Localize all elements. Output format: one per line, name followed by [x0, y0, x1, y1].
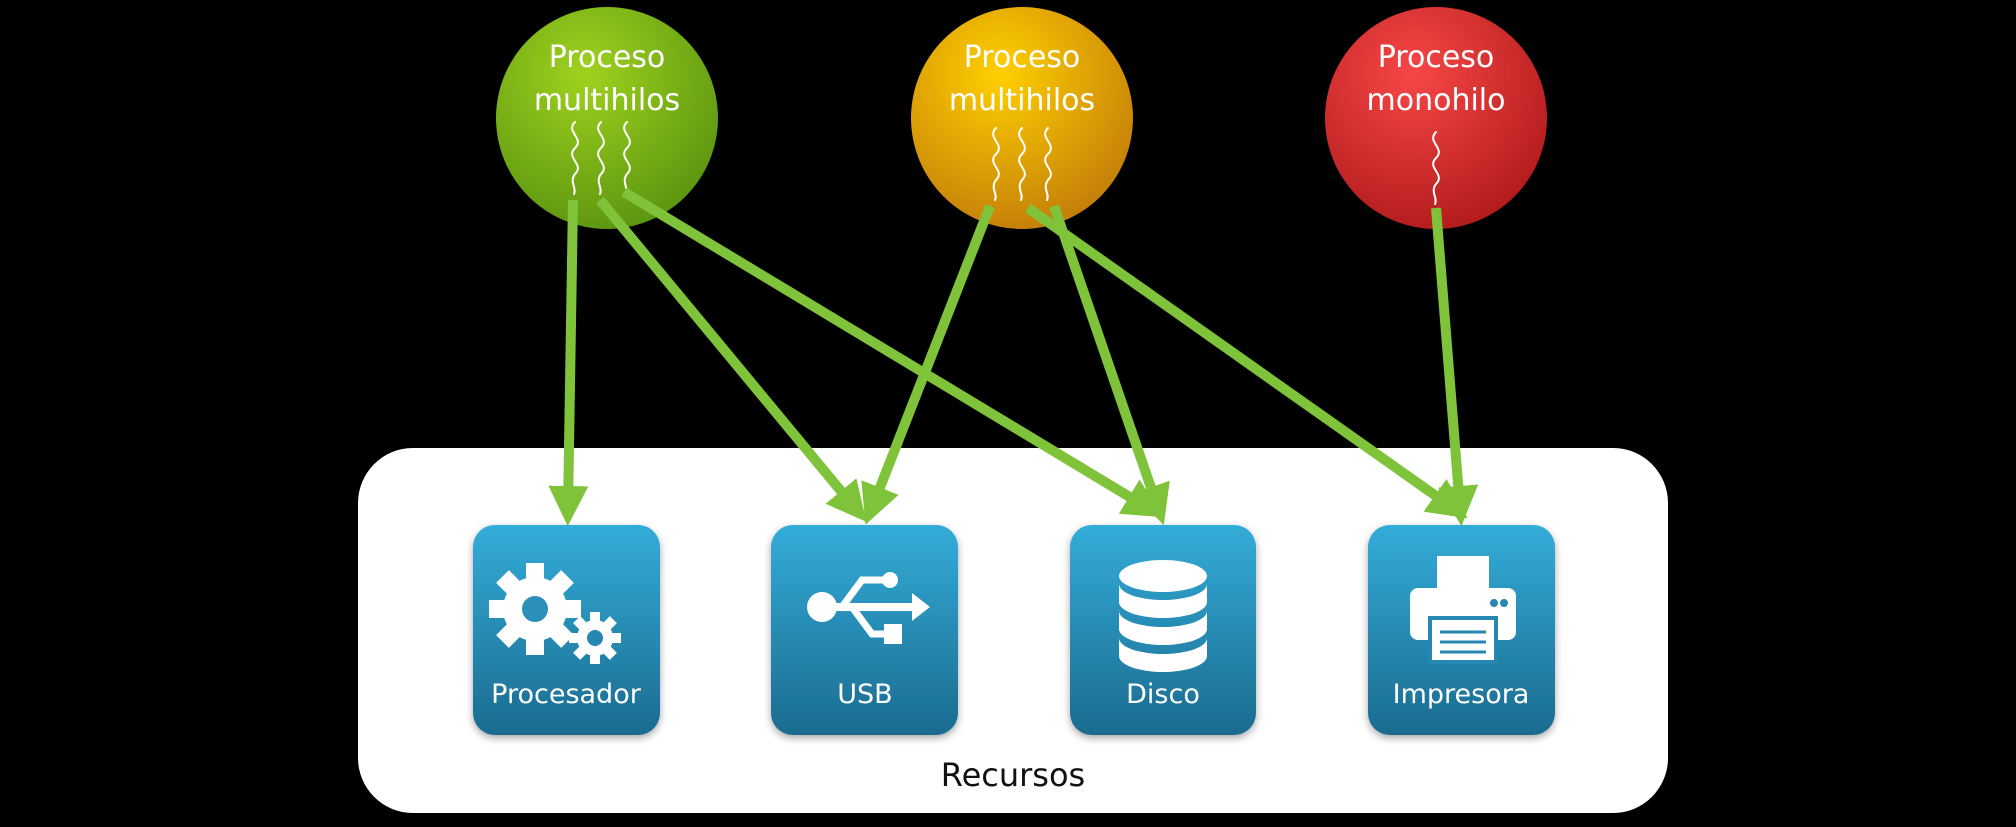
usb-icon [807, 572, 930, 644]
process-label-line1: Proceso [549, 40, 666, 75]
resource-label: Procesador [491, 679, 642, 710]
process-label-line2: multihilos [949, 83, 1095, 118]
arrow-p1-usb [596, 196, 867, 522]
database-icon [1119, 560, 1207, 672]
process-label-line1: Proceso [1378, 40, 1495, 75]
resource-impresora: Impresora [1368, 525, 1555, 735]
resource-procesador: Procesador [473, 525, 660, 735]
arrow-p2-usb [861, 204, 995, 525]
arrow-p3-impresora [1431, 207, 1479, 526]
process-multithreaded-1: Proceso multihilos [496, 7, 718, 229]
process-label-line2: monohilo [1367, 83, 1506, 118]
process-singlethreaded: Proceso monohilo [1325, 7, 1547, 229]
printer-icon [1410, 556, 1516, 664]
process-label-line1: Proceso [964, 40, 1081, 75]
resource-usb: USB [771, 525, 958, 735]
thread-icon [1432, 131, 1440, 205]
resources-panel: Recursos [358, 448, 1668, 813]
resource-label: Impresora [1393, 679, 1530, 710]
resource-label: Disco [1126, 679, 1200, 710]
arrow-p2-disco [1049, 204, 1170, 526]
gears-icon [489, 563, 621, 664]
arrow-p1-procesador [548, 199, 589, 526]
arrow-p2-impresora [1025, 203, 1468, 519]
resources-panel-label: Recursos [941, 756, 1085, 794]
arrows [548, 187, 1479, 526]
process-multithreaded-2: Proceso multihilos [911, 7, 1133, 229]
resource-label: USB [837, 679, 892, 710]
thread-icon [571, 121, 631, 195]
process-label-line2: multihilos [534, 83, 680, 118]
thread-icon [992, 127, 1052, 201]
arrow-p1-disco [621, 187, 1164, 518]
resource-disco: Disco [1070, 525, 1256, 735]
